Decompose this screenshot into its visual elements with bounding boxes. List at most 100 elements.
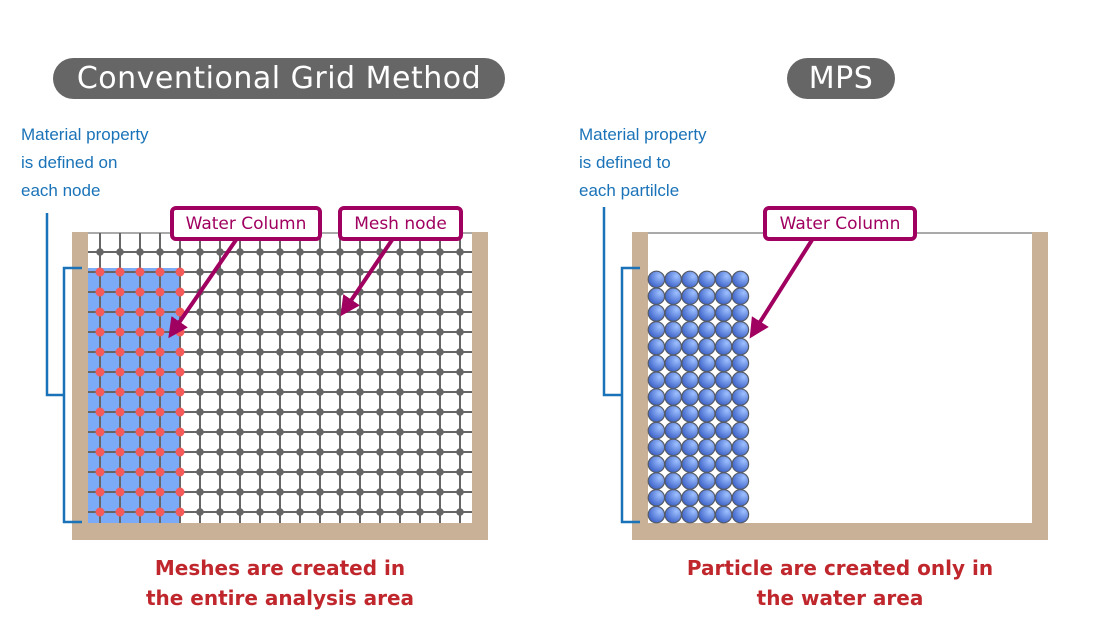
particle	[681, 438, 699, 457]
water-node	[175, 347, 185, 357]
particle	[681, 488, 699, 507]
particle	[697, 371, 716, 389]
particle	[664, 354, 682, 373]
water-node	[155, 367, 165, 377]
mesh-node	[296, 468, 304, 476]
mesh-node	[156, 248, 164, 256]
mesh-node	[416, 508, 424, 516]
mesh-node	[296, 488, 304, 496]
mesh-node	[356, 448, 364, 456]
particle	[697, 337, 716, 356]
mesh-node	[236, 448, 244, 456]
mesh-node	[456, 388, 464, 396]
particle	[647, 438, 666, 457]
mesh-node	[436, 288, 444, 296]
water-node	[155, 287, 165, 297]
mesh-node	[296, 288, 304, 296]
particle	[681, 455, 699, 473]
water-node	[175, 267, 185, 277]
particle	[664, 455, 682, 473]
mesh-node	[276, 428, 284, 436]
particle	[681, 421, 699, 440]
particle	[731, 354, 750, 373]
particle	[714, 404, 733, 423]
mesh-node	[256, 468, 264, 476]
mesh-node	[216, 288, 224, 296]
mesh-node	[216, 508, 224, 516]
mesh-node	[376, 368, 384, 376]
particle	[681, 505, 699, 524]
mesh-node	[196, 468, 204, 476]
mesh-node	[336, 248, 344, 256]
particle	[731, 421, 750, 440]
mesh-node	[256, 408, 264, 416]
water-node	[175, 507, 185, 517]
mesh-node	[336, 488, 344, 496]
mesh-node	[236, 388, 244, 396]
mesh-node	[416, 328, 424, 336]
mesh-node	[436, 388, 444, 396]
mesh-node	[236, 368, 244, 376]
caption-line: Particle are created only in	[686, 556, 994, 580]
mps-water-column-label: Water Column	[779, 213, 901, 234]
mesh-node	[216, 308, 224, 316]
mesh-node	[456, 248, 464, 256]
mesh-node	[456, 328, 464, 336]
mesh-node	[196, 268, 204, 276]
mesh-node	[376, 348, 384, 356]
mesh-node	[236, 348, 244, 356]
particle	[731, 287, 750, 305]
water-node	[175, 467, 185, 477]
mesh-node	[336, 288, 344, 296]
mesh-node	[396, 368, 404, 376]
water-node	[135, 487, 145, 497]
particle	[697, 304, 716, 322]
water-node	[95, 287, 105, 297]
note-line: each partilcle	[579, 181, 680, 200]
mesh-node	[316, 308, 324, 316]
mesh-node	[356, 308, 364, 316]
water-node	[115, 287, 125, 297]
particle	[647, 270, 666, 289]
mesh-node	[356, 268, 364, 276]
mesh-node	[276, 268, 284, 276]
mesh-node	[216, 268, 224, 276]
mesh-node	[356, 428, 364, 436]
mps-bracket	[602, 207, 640, 524]
particle	[664, 421, 682, 440]
caption-line: the water area	[756, 586, 924, 610]
mesh-node	[356, 248, 364, 256]
particle	[664, 404, 682, 423]
mesh-node	[396, 268, 404, 276]
mesh-node	[356, 488, 364, 496]
mesh-node	[236, 288, 244, 296]
mps-caption: Particle are created only in the water a…	[640, 553, 1040, 613]
mesh-node	[416, 448, 424, 456]
floor	[632, 523, 1048, 540]
mps-water-column-callout: Water Column	[763, 206, 917, 241]
mesh-node	[276, 248, 284, 256]
mesh-node	[336, 468, 344, 476]
water-node	[135, 327, 145, 337]
mesh-node	[436, 348, 444, 356]
mesh-node	[236, 408, 244, 416]
mesh-node	[256, 288, 264, 296]
mesh-node	[396, 508, 404, 516]
mesh-node	[436, 448, 444, 456]
water-node	[175, 407, 185, 417]
particle	[731, 438, 750, 457]
note-line: Material property	[579, 125, 707, 144]
mesh-node	[376, 408, 384, 416]
mesh-node	[316, 488, 324, 496]
water-node	[115, 347, 125, 357]
water-node	[95, 407, 105, 417]
right-wall	[472, 232, 488, 540]
mesh-node	[356, 508, 364, 516]
mesh-node	[416, 488, 424, 496]
particle	[647, 354, 666, 373]
mesh-node	[356, 468, 364, 476]
mesh-node	[276, 368, 284, 376]
particle	[697, 438, 716, 457]
mesh-node	[196, 388, 204, 396]
particle	[714, 505, 733, 524]
